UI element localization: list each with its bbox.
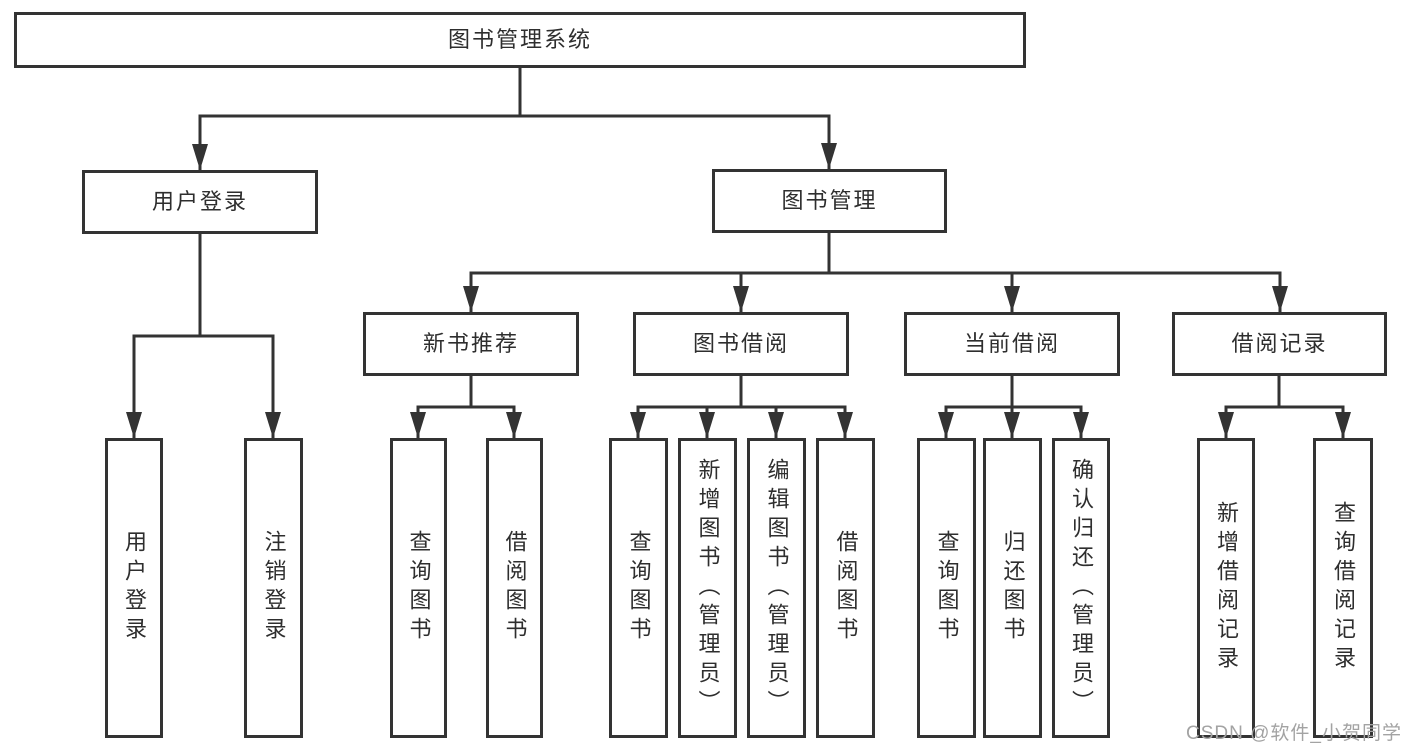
node-leaf-user-login: 用户登录 [105,438,163,738]
connector-line [944,374,1083,409]
node-label: 图书管理系统 [447,26,592,52]
node-label: 新增借阅记录 [1214,501,1239,675]
node-new-book-rec: 新书推荐 [363,312,579,376]
node-label: 查询借阅记录 [1331,501,1356,675]
node-label: 图书管理 [781,187,878,213]
node-leaf-current-return-books: 归还图书 [983,438,1042,738]
node-leaf-current-confirm-return-admin: 确认归还（管理员） [1052,438,1110,738]
node-leaf-borrow-query-books: 查询图书 [609,438,668,738]
node-leaf-record-add-borrow-record: 新增借阅记录 [1197,438,1255,738]
node-label: 借阅记录 [1231,330,1328,356]
node-leaf-borrow-add-books-admin: 新增图书（管理员） [678,438,737,738]
connector-line [198,66,831,118]
node-label: 当前借阅 [963,330,1060,356]
node-system-root: 图书管理系统 [14,12,1026,68]
node-label: 用户登录 [122,530,147,646]
watermark: CSDN @软件_小贺同学 [1186,723,1402,744]
node-leaf-borrow-borrow-books: 借阅图书 [816,438,875,738]
node-label: 查询图书 [406,530,432,646]
node-leaf-logout: 注销登录 [244,438,303,738]
node-label: 借阅图书 [502,530,528,646]
node-leaf-record-query-borrow-record: 查询借阅记录 [1313,438,1373,738]
connector-line [469,231,1282,275]
node-label: 查询图书 [626,530,652,646]
node-leaf-rec-borrow-books: 借阅图书 [486,438,543,738]
node-label: 用户登录 [151,188,248,214]
node-leaf-borrow-edit-books-admin: 编辑图书（管理员） [747,438,806,738]
connector-line [416,374,516,409]
node-borrow-record: 借阅记录 [1172,312,1387,376]
node-leaf-rec-query-books: 查询图书 [390,438,447,738]
node-label: 新增图书（管理员） [695,457,721,719]
node-label: 归还图书 [1000,530,1026,646]
node-label: 图书借阅 [692,330,789,356]
node-label: 编辑图书（管理员） [764,457,790,719]
node-label: 借阅图书 [833,530,859,646]
node-user-login-branch: 用户登录 [82,170,318,234]
node-label: 新书推荐 [422,330,519,356]
node-leaf-current-query-books: 查询图书 [917,438,976,738]
node-label: 查询图书 [934,530,960,646]
node-label: 确认归还（管理员） [1069,457,1094,719]
node-current-borrow: 当前借阅 [904,312,1120,376]
connector-line [636,374,847,409]
connector-line [132,232,275,338]
node-label: 注销登录 [261,530,287,646]
node-book-borrow: 图书借阅 [633,312,849,376]
node-book-mgmt-branch: 图书管理 [712,169,947,233]
connector-line [1224,374,1345,409]
